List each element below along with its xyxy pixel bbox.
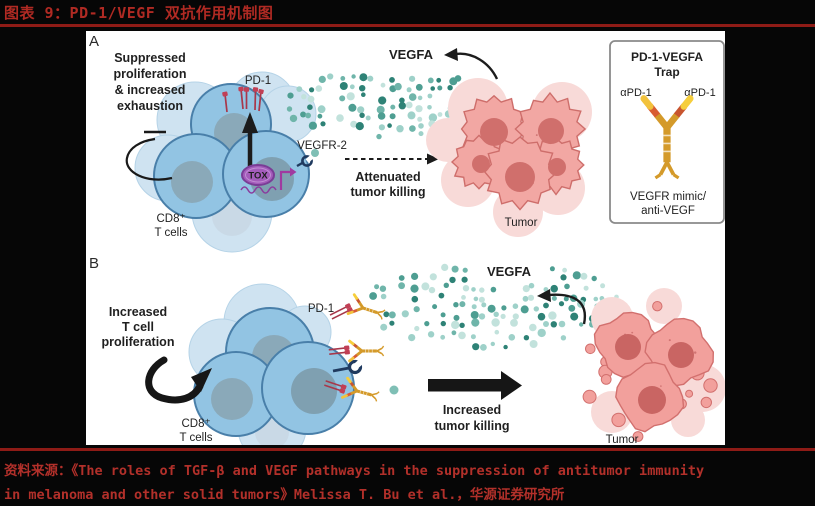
- panel-a-label: A: [89, 33, 99, 50]
- vegfa-label-a: VEGFA: [389, 47, 434, 62]
- source-line-1: 资料来源：《The roles of TGF-β and VEGF pathwa…: [4, 463, 705, 479]
- t-cell-cluster-a: [134, 71, 317, 253]
- trap-box-title: Trap: [654, 65, 679, 79]
- trap-box-title: PD-1-VEGFA: [631, 50, 703, 64]
- vegfr2-label: VEGFR-2: [297, 140, 347, 152]
- increased-note-line: proliferation: [102, 335, 175, 349]
- increased-note-line: T cell: [122, 320, 154, 334]
- vegfa-secretion-arrow-b: [537, 289, 587, 325]
- vegfa-dots-b: [369, 263, 619, 351]
- tox-badge: TOX: [240, 164, 297, 194]
- t-cell-cluster-b: [188, 283, 355, 445]
- tumor-label-a: Tumor: [505, 217, 538, 229]
- vegfa-dots-a: [286, 73, 506, 140]
- exhaustion-up-arrow: [242, 112, 258, 170]
- vegfa-ligand-dot: [311, 149, 319, 157]
- vegfr2-receptor-a: [296, 149, 319, 168]
- attenuated-killing-arrow: [345, 153, 439, 165]
- attenuated-killing-label: Attenuated: [355, 170, 420, 184]
- panel-b-label: B: [89, 255, 99, 272]
- vegfa-label-b: VEGFA: [487, 264, 532, 279]
- figure-title: 图表 9：PD-1/VEGF 双抗作用机制图: [4, 4, 274, 22]
- suppressed-note-line: & increased: [115, 83, 186, 97]
- vegfa-secretion-arrow-a: [444, 48, 499, 80]
- cd8-label-a: CD8⁺: [156, 213, 185, 225]
- pd1-pins-b: [324, 303, 353, 394]
- tumor-b: [582, 288, 725, 442]
- dna-squiggle-icon: [240, 186, 277, 194]
- inhibition-arrow: [125, 130, 173, 181]
- pd1-label-b: PD-1: [308, 303, 334, 315]
- suppressed-note-line: Suppressed: [114, 51, 186, 65]
- tumor-label-b: Tumor: [606, 434, 639, 446]
- suppressed-note-line: exhaustion: [117, 99, 183, 113]
- tox-label: TOX: [248, 171, 268, 182]
- title-rule: [0, 24, 815, 27]
- pd1-label-a: PD-1: [245, 75, 271, 87]
- cd8-label-a: T cells: [154, 227, 187, 239]
- transcription-arrow-icon: [279, 170, 290, 190]
- increased-killing-label: tumor killing: [435, 419, 510, 433]
- trap-box-caption: VEGFR mimic/: [630, 191, 707, 203]
- source-line-2: in melanoma and other solid tumors》Melis…: [4, 487, 565, 503]
- footer-rule: [0, 448, 815, 451]
- pd1-pins-a: [222, 86, 264, 113]
- trap-box-caption: anti-VEGF: [641, 205, 695, 217]
- trap-box: PD-1-VEGFA Trap αPD-1 αPD-1 VEGFR mimic/…: [609, 40, 725, 224]
- attenuated-killing-label: tumor killing: [351, 185, 426, 199]
- source-note: 资料来源：《The roles of TGF-β and VEGF pathwa…: [4, 459, 704, 506]
- cd8-label-b: T cells: [179, 432, 212, 444]
- increased-note-line: Increased: [109, 305, 167, 319]
- vegfr2-receptor-b: [332, 356, 399, 395]
- vegfa-ligand-dot: [389, 385, 399, 395]
- tumor-a: [426, 78, 592, 237]
- increased-killing-arrow: [428, 371, 522, 400]
- proliferation-arrow: [145, 356, 212, 404]
- cd8-label-b: CD8⁺: [181, 418, 210, 430]
- increased-killing-label: Increased: [443, 403, 501, 417]
- suppressed-note-line: proliferation: [114, 67, 187, 81]
